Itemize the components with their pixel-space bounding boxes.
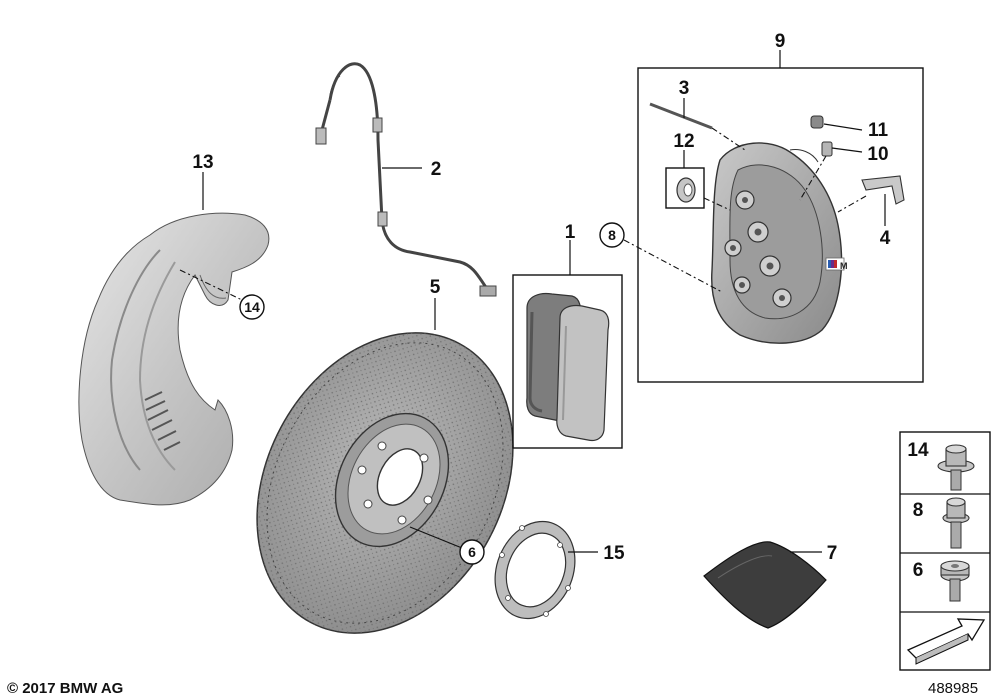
label-6-disc: 6	[468, 544, 476, 560]
bolt-14-part	[937, 444, 975, 491]
seal-box	[665, 167, 705, 209]
label-8-caliper: 8	[608, 227, 616, 243]
diagram-number: 488985	[928, 680, 978, 697]
fastener-legend: 14 8 6	[899, 431, 991, 671]
label-14-shield: 14	[244, 299, 260, 315]
label-13: 13	[192, 152, 213, 173]
label-5: 5	[430, 277, 441, 298]
direction-arrow-icon	[906, 618, 986, 665]
spring-clip-part	[861, 175, 905, 205]
label-12: 12	[673, 131, 694, 152]
bleeder-cap-part	[810, 115, 824, 129]
label-9: 9	[775, 31, 786, 52]
label-3: 3	[679, 78, 690, 99]
copyright-text: © 2017 BMW AG	[7, 680, 123, 697]
label-7: 7	[827, 543, 838, 564]
label-4: 4	[880, 228, 891, 249]
guide-pin-part	[649, 102, 713, 130]
legend-label-8: 8	[913, 500, 924, 521]
legend-label-6: 6	[913, 560, 924, 581]
brake-caliper-part: M	[711, 142, 848, 344]
bolt-8-part	[942, 497, 970, 549]
wear-sensor-part	[315, 62, 497, 297]
brake-disc-part	[256, 332, 514, 634]
pads-box	[512, 274, 623, 449]
legend-label-14: 14	[907, 440, 929, 461]
gasket-part	[494, 520, 576, 620]
label-15: 15	[603, 543, 625, 564]
brake-pads-part	[526, 292, 610, 442]
label-2: 2	[431, 159, 442, 180]
label-11: 11	[868, 120, 889, 141]
brake-shield-part	[78, 212, 270, 506]
label-1: 1	[565, 222, 576, 243]
bolt-6-part	[940, 560, 970, 602]
m-badge-text: M	[840, 261, 848, 271]
bleeder-valve-part	[821, 141, 833, 157]
grease-sachet-part	[703, 541, 827, 629]
label-10: 10	[867, 144, 888, 165]
